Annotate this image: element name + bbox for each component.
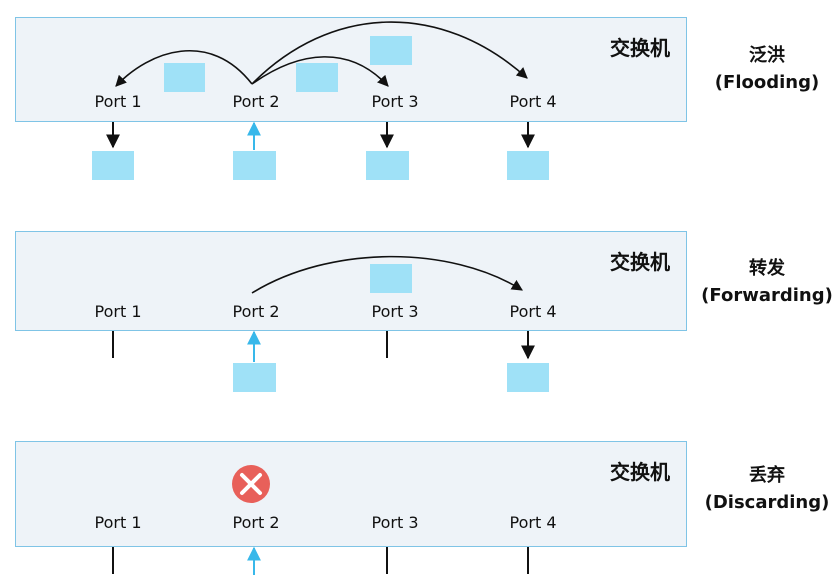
mode-name: 丢弃	[748, 465, 785, 486]
mode-flooding-label: 泛洪 (Flooding)	[715, 42, 819, 96]
mode-english-name: (Discarding)	[704, 492, 830, 513]
frame-block	[370, 36, 412, 65]
switch-label: 交换机	[610, 460, 670, 484]
flood-arrow-to-port-1	[115, 49, 253, 87]
mode-english-name: (Forwarding)	[701, 285, 833, 306]
port-4-label: Port 4	[509, 92, 557, 111]
port-3-label: Port 3	[371, 302, 419, 321]
port-3-label: Port 3	[371, 92, 419, 111]
mode-discarding-label: 丢弃 (Discarding)	[705, 462, 830, 516]
frame-block	[92, 151, 134, 180]
frame-block	[370, 264, 412, 293]
port-2-label: Port 2	[232, 302, 280, 321]
frame-block	[233, 363, 276, 392]
mode-forwarding-label: 转发 (Forwarding)	[701, 255, 833, 309]
forward-arrow-to-port-4	[251, 255, 523, 294]
switch-panel-flooding: 交换机	[15, 17, 687, 122]
frame-block	[507, 363, 549, 392]
frame-block	[296, 63, 338, 92]
frame-block	[164, 63, 205, 92]
flood-arrow-to-port-3	[251, 56, 389, 87]
flood-arrow-to-port-4	[251, 21, 528, 85]
port-1-label: Port 1	[94, 92, 142, 111]
frame-block	[507, 151, 549, 180]
port-1-label: Port 1	[94, 302, 142, 321]
port-4-label: Port 4	[509, 302, 557, 321]
port-1-label: Port 1	[94, 513, 142, 532]
frame-block	[366, 151, 409, 180]
port-2-label: Port 2	[232, 513, 280, 532]
switch-panel-forwarding: 交换机	[15, 231, 687, 331]
port-2-label: Port 2	[232, 92, 280, 111]
port-3-label: Port 3	[371, 513, 419, 532]
port-4-label: Port 4	[509, 513, 557, 532]
mode-name: 转发	[748, 258, 785, 279]
discard-x-icon	[232, 465, 270, 503]
switch-label: 交换机	[610, 250, 670, 274]
mode-name: 泛洪	[749, 45, 785, 66]
frame-block	[233, 151, 276, 180]
switch-label: 交换机	[610, 36, 670, 60]
switch-panel-discarding: 交换机	[15, 441, 687, 547]
mode-english-name: (Flooding)	[714, 72, 820, 93]
